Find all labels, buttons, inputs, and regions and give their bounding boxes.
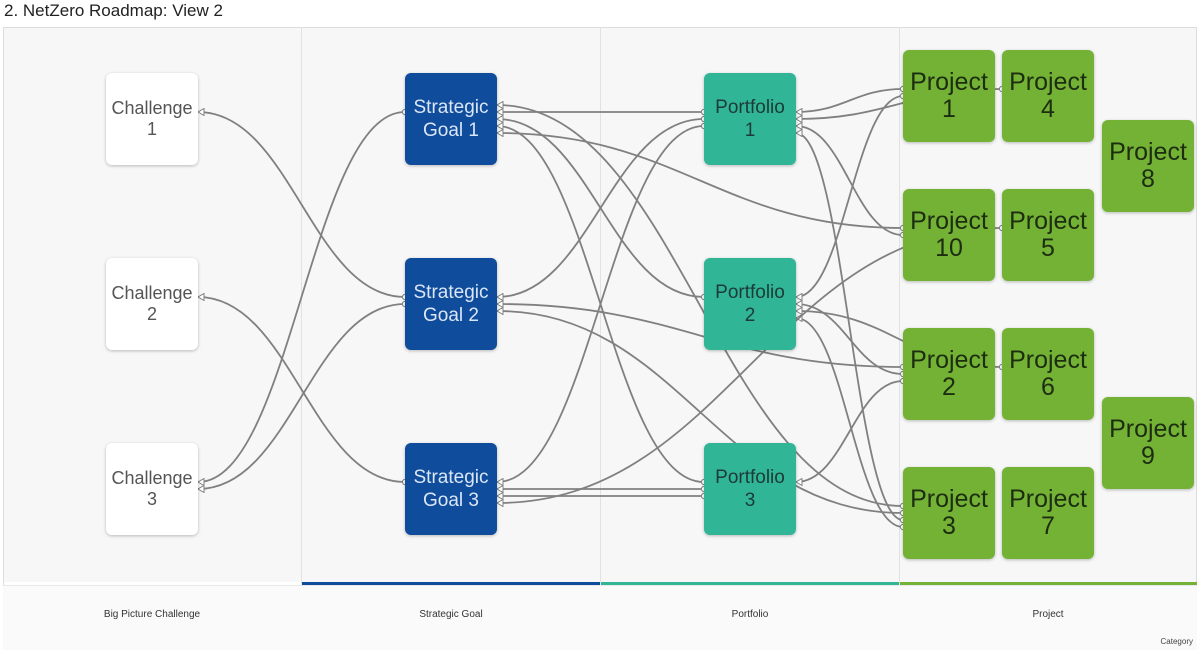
link-s1-c3 xyxy=(198,112,405,482)
node-label: Project 2 xyxy=(910,346,988,401)
link-p2-s2 xyxy=(497,304,903,367)
link-p3-s1 xyxy=(497,105,903,506)
link-p1-pf1 xyxy=(796,89,903,112)
lane-bar-strategic xyxy=(302,582,600,585)
node-pf2[interactable]: Portfolio 2 xyxy=(704,258,796,350)
node-label: Project 6 xyxy=(1009,346,1087,401)
node-p3[interactable]: Project 3 xyxy=(903,467,995,559)
lane-bar-portfolio xyxy=(601,582,899,585)
lane-label-strategic: Strategic Goal xyxy=(419,609,483,620)
node-label: Project 8 xyxy=(1109,138,1187,193)
node-label: Project 10 xyxy=(910,207,988,262)
node-s2[interactable]: Strategic Goal 2 xyxy=(405,258,497,350)
node-label: Portfolio 1 xyxy=(715,97,785,141)
lane-bar-challenge xyxy=(4,582,301,585)
node-p6[interactable]: Project 6 xyxy=(1002,328,1094,420)
link-s2-c3 xyxy=(198,304,405,489)
link-p3-pf2 xyxy=(796,318,903,527)
node-p9[interactable]: Project 9 xyxy=(1102,397,1194,489)
node-label: Strategic Goal 1 xyxy=(413,97,489,141)
category-label: Category xyxy=(1160,637,1193,646)
lane-label-portfolio: Portfolio xyxy=(731,609,769,620)
link-p1-pf2 xyxy=(796,96,903,297)
node-label: Strategic Goal 3 xyxy=(413,467,489,511)
node-label: Project 7 xyxy=(1009,485,1087,540)
node-p1[interactable]: Project 1 xyxy=(903,50,995,142)
lane-bar-project xyxy=(900,582,1197,585)
node-label: Project 5 xyxy=(1009,207,1087,262)
node-p4[interactable]: Project 4 xyxy=(1002,50,1094,142)
link-p2-pf2 xyxy=(796,304,903,374)
link-p10-s1 xyxy=(497,133,903,228)
node-label: Project 4 xyxy=(1009,68,1087,123)
lane-label-project: Project xyxy=(1032,609,1064,620)
node-c2[interactable]: Challenge 2 xyxy=(106,258,198,350)
lane-footer xyxy=(3,585,1197,650)
node-label: Project 1 xyxy=(910,68,988,123)
node-label: Challenge 1 xyxy=(111,98,193,139)
node-p8[interactable]: Project 8 xyxy=(1102,120,1194,212)
page-title: 2. NetZero Roadmap: View 2 xyxy=(4,1,223,20)
node-s1[interactable]: Strategic Goal 1 xyxy=(405,73,497,165)
node-label: Challenge 2 xyxy=(111,283,193,324)
lane-label-challenge: Big Picture Challenge xyxy=(103,609,201,620)
node-label: Strategic Goal 2 xyxy=(413,282,489,326)
node-p5[interactable]: Project 5 xyxy=(1002,189,1094,281)
node-p10[interactable]: Project 10 xyxy=(903,189,995,281)
node-label: Challenge 3 xyxy=(111,468,193,509)
node-pf3[interactable]: Portfolio 3 xyxy=(704,443,796,535)
node-label: Portfolio 2 xyxy=(715,282,785,326)
link-s2-c1 xyxy=(198,112,405,297)
node-s3[interactable]: Strategic Goal 3 xyxy=(405,443,497,535)
node-label: Portfolio 3 xyxy=(715,467,785,511)
node-label: Project 9 xyxy=(1109,415,1187,470)
node-c3[interactable]: Challenge 3 xyxy=(106,443,198,535)
node-p7[interactable]: Project 7 xyxy=(1002,467,1094,559)
node-c1[interactable]: Challenge 1 xyxy=(106,73,198,165)
node-pf1[interactable]: Portfolio 1 xyxy=(704,73,796,165)
link-s3-c2 xyxy=(198,297,405,482)
node-p2[interactable]: Project 2 xyxy=(903,328,995,420)
node-label: Project 3 xyxy=(910,485,988,540)
